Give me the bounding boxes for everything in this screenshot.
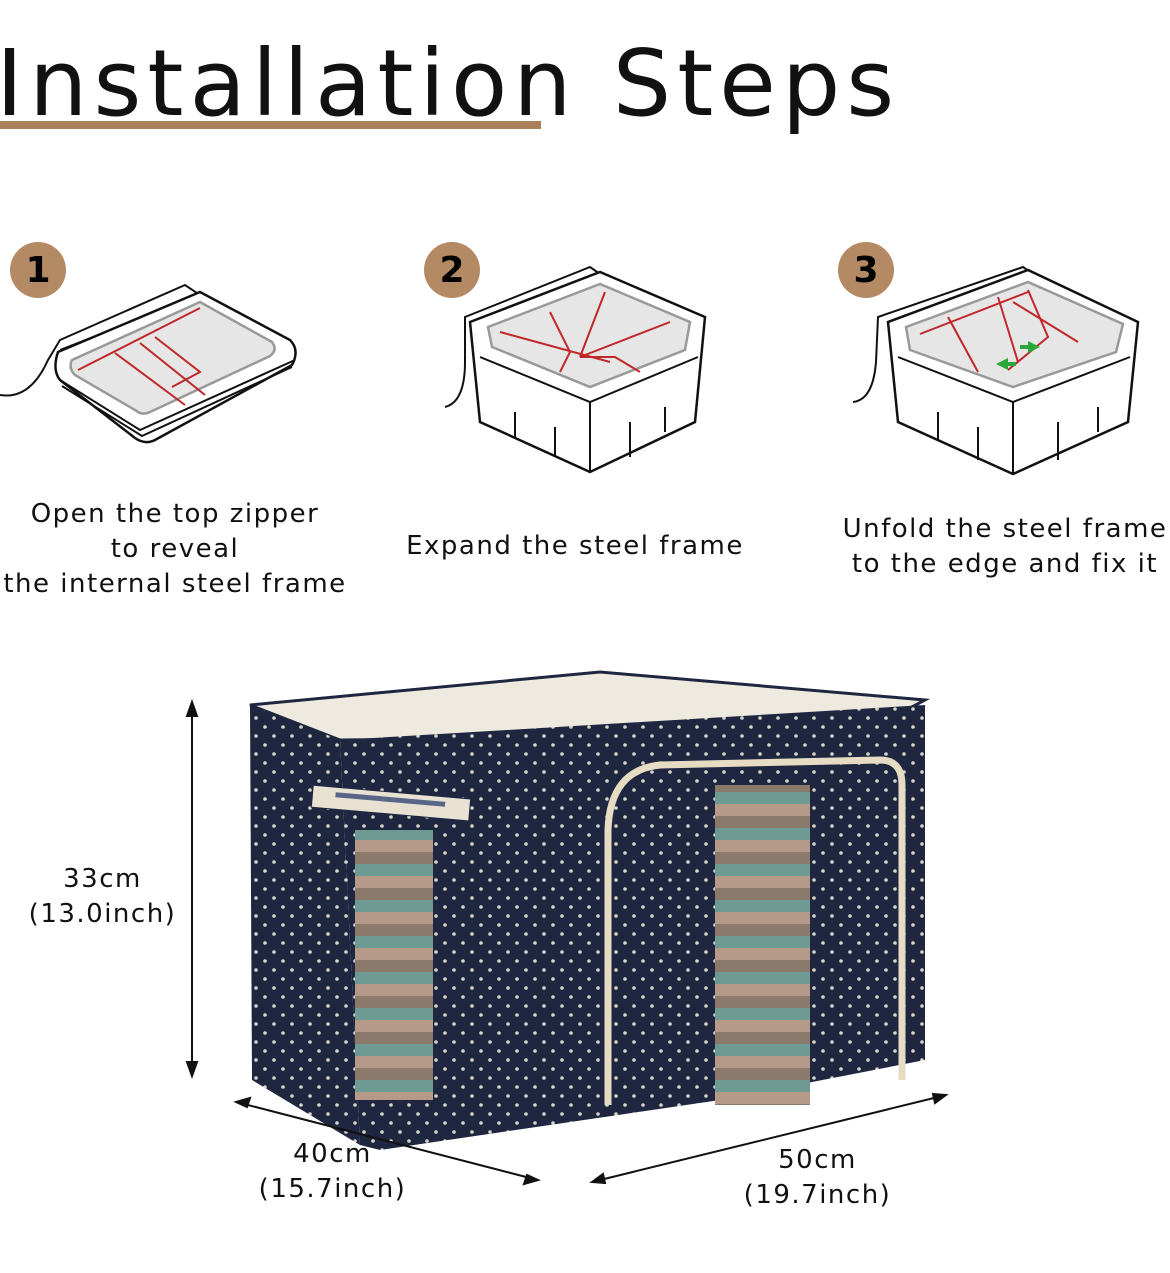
width-inch: (19.7inch) xyxy=(743,1180,892,1210)
width-dimension: 50cm (19.7inch) xyxy=(725,1143,910,1213)
step-3-badge: 3 xyxy=(838,242,894,298)
title-underline xyxy=(0,121,541,129)
height-inch: (13.0inch) xyxy=(28,899,177,929)
caption-line: Open the top zipper xyxy=(30,499,320,529)
page-title: Installation Steps xyxy=(0,30,901,137)
step-1-badge: 1 xyxy=(10,242,66,298)
width-cm: 50cm xyxy=(778,1145,857,1175)
step-2-badge: 2 xyxy=(424,242,480,298)
caption-line: the internal steel frame xyxy=(3,569,347,599)
step-3-caption: Unfold the steel frame to the edge and f… xyxy=(820,512,1170,582)
step-1-illustration xyxy=(0,283,297,444)
step-2-illustration xyxy=(444,265,707,474)
caption-line: Unfold the steel frame xyxy=(842,514,1168,544)
depth-inch: (15.7inch) xyxy=(258,1174,407,1204)
caption-line: to the edge and fix it xyxy=(851,549,1159,579)
dimension-arrows xyxy=(185,699,949,1186)
depth-cm: 40cm xyxy=(293,1139,372,1169)
step-2-caption: Expand the steel frame xyxy=(390,529,760,564)
height-dimension: 33cm (13.0inch) xyxy=(15,862,190,932)
storage-box-photo xyxy=(249,670,931,1150)
height-cm: 33cm xyxy=(63,864,142,894)
depth-dimension: 40cm (15.7inch) xyxy=(245,1137,420,1207)
caption-line: Expand the steel frame xyxy=(406,531,744,561)
step-3-illustration xyxy=(852,265,1140,476)
step-1-caption: Open the top zipper to reveal the intern… xyxy=(0,497,360,602)
caption-line: to reveal xyxy=(110,534,240,564)
